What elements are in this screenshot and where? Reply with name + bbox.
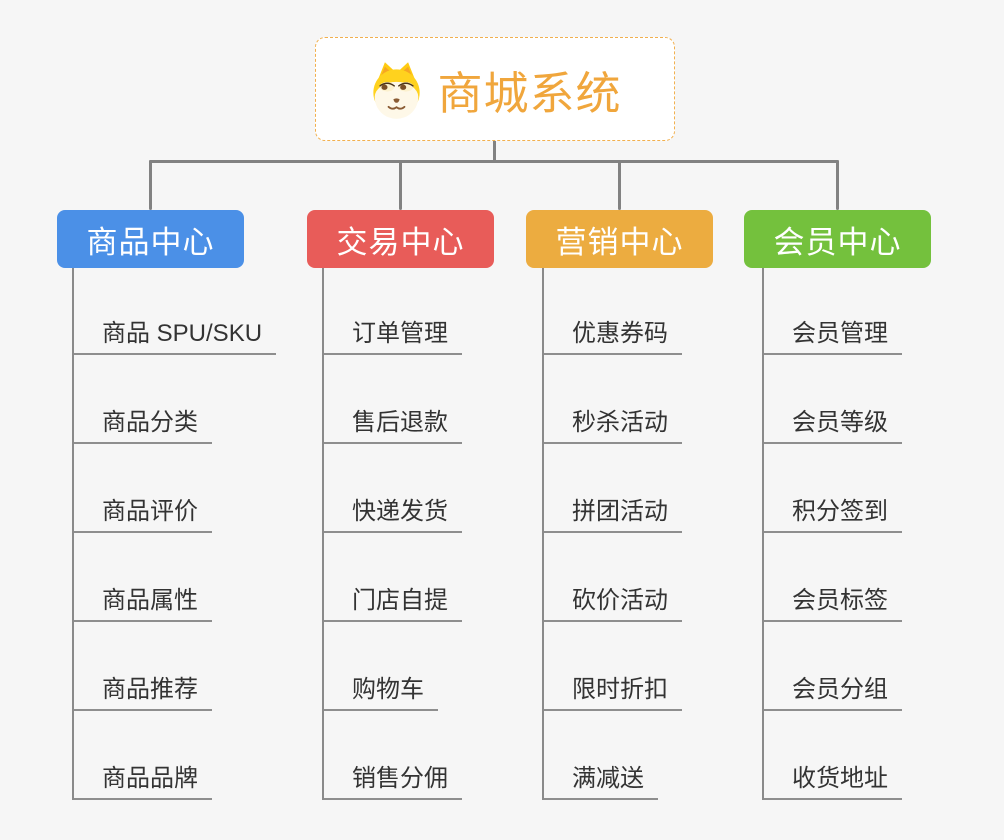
connector-drop-trade — [399, 160, 402, 210]
child-topic[interactable]: 会员分组 — [764, 675, 902, 711]
child-topic[interactable]: 销售分佣 — [324, 764, 462, 800]
child-topic[interactable]: 门店自提 — [324, 586, 462, 622]
child-topic[interactable]: 商品品牌 — [74, 764, 212, 800]
branch-node-marketing-center[interactable]: 营销中心 — [526, 210, 713, 268]
root-node-mall-system[interactable]: 商城系统 — [315, 37, 675, 141]
child-topic[interactable]: 商品 SPU/SKU — [74, 319, 277, 355]
child-topic[interactable]: 拼团活动 — [544, 497, 682, 533]
child-topic[interactable]: 会员管理 — [764, 319, 902, 355]
child-topic[interactable]: 会员标签 — [764, 586, 902, 622]
root-title: 商城系统 — [437, 67, 622, 119]
child-topic[interactable]: 商品推荐 — [74, 675, 212, 711]
connector-drop-product — [149, 160, 152, 210]
child-topic[interactable]: 优惠券码 — [544, 319, 682, 355]
branch-node-trade-center[interactable]: 交易中心 — [307, 210, 494, 268]
child-topic[interactable]: 积分签到 — [764, 497, 902, 533]
branch-node-member-center[interactable]: 会员中心 — [744, 210, 931, 268]
child-topic[interactable]: 限时折扣 — [544, 675, 682, 711]
child-topic[interactable]: 售后退款 — [324, 408, 462, 444]
connector-drop-member — [836, 160, 839, 210]
child-topic[interactable]: 秒杀活动 — [544, 408, 682, 444]
connector-root-stem — [493, 140, 496, 162]
child-topic[interactable]: 收货地址 — [764, 764, 902, 800]
child-topic[interactable]: 砍价活动 — [544, 586, 682, 622]
child-topic[interactable]: 会员等级 — [764, 408, 902, 444]
child-topic[interactable]: 快递发货 — [324, 497, 462, 533]
child-column-member-center: 会员管理 会员等级 积分签到 会员标签 会员分组 收货地址 — [762, 268, 902, 800]
child-topic[interactable]: 购物车 — [324, 675, 438, 711]
connector-horizontal-bar — [149, 160, 839, 163]
child-topic[interactable]: 满减送 — [544, 764, 658, 800]
child-topic[interactable]: 商品属性 — [74, 586, 212, 622]
child-column-product-center: 商品 SPU/SKU 商品分类 商品评价 商品属性 商品推荐 商品品牌 — [72, 268, 277, 800]
connector-drop-marketing — [618, 160, 621, 210]
child-topic[interactable]: 商品分类 — [74, 408, 212, 444]
child-column-trade-center: 订单管理 售后退款 快递发货 门店自提 购物车 销售分佣 — [322, 268, 462, 800]
dog-face-icon — [373, 62, 421, 119]
child-topic[interactable]: 订单管理 — [324, 319, 462, 355]
child-column-marketing-center: 优惠券码 秒杀活动 拼团活动 砍价活动 限时折扣 满减送 — [542, 268, 682, 800]
branch-node-product-center[interactable]: 商品中心 — [57, 210, 244, 268]
child-topic[interactable]: 商品评价 — [74, 497, 212, 533]
